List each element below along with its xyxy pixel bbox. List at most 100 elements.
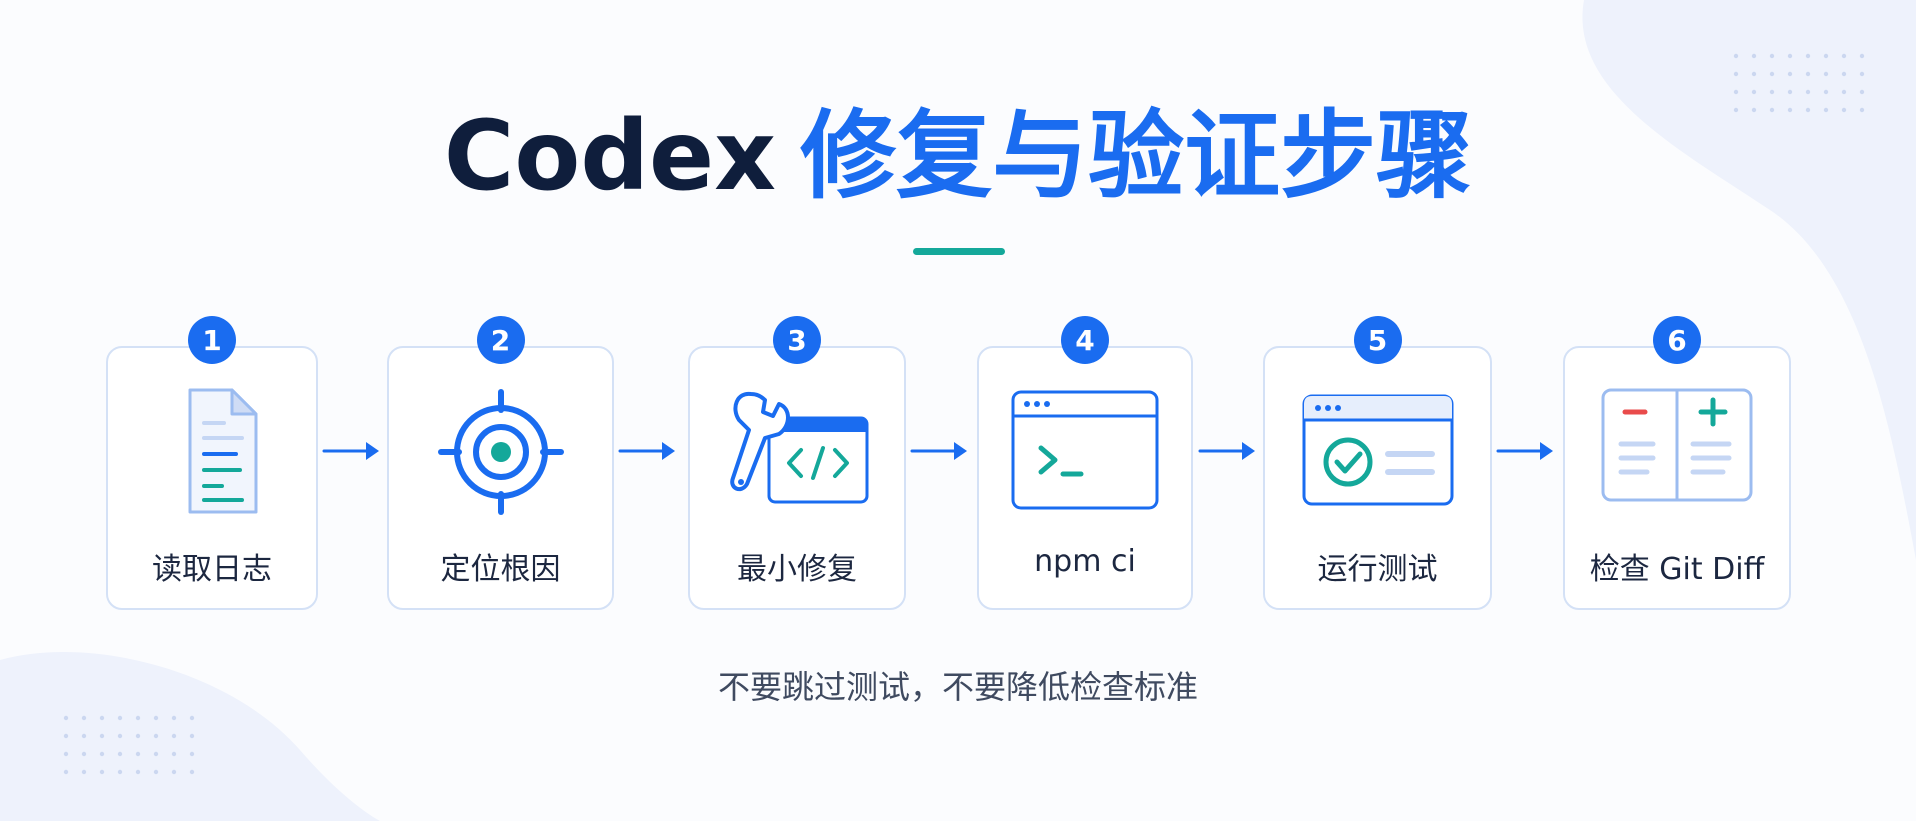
decorative-dot [1769,107,1775,113]
step-locate-root-cause: 2 定位根因 [387,316,614,610]
decorative-dot [135,751,141,757]
decorative-dot [153,751,159,757]
step-npm-ci: 4 npm ci [977,316,1193,610]
decorative-dot [135,769,141,775]
step-number-badge: 2 [476,316,525,364]
decorative-dot [135,733,141,739]
decorative-dot [1859,53,1865,59]
terminal-icon [1011,390,1159,510]
arrow-right-icon [1496,442,1553,460]
decorative-dot [153,733,159,739]
decorative-dot [63,751,69,757]
decorative-dot [1841,107,1847,113]
target-icon [437,389,564,515]
decorative-dot [1751,89,1757,95]
step-number-badge: 1 [188,316,236,364]
decorative-dot [171,751,177,757]
title-steps: 修复与验证步骤 [800,100,1473,212]
decorative-dot [1823,89,1829,95]
decorative-dot [1733,107,1739,113]
decorative-dot [1841,53,1847,59]
decorative-dot [117,769,123,775]
decorative-dot [1805,71,1811,77]
decorative-dot [1823,107,1829,113]
decorative-dot [1787,71,1793,77]
decorative-dot [1859,107,1865,113]
dot-grid-bottom-left [63,715,195,775]
step-label: npm ci [1034,544,1136,579]
decorative-dot [189,715,195,721]
decorative-dot [63,715,69,721]
arrow-right-icon [322,442,379,460]
log-document-icon [188,388,258,514]
decorative-dot [81,733,87,739]
decorative-dot [81,769,87,775]
decorative-dot [1859,89,1865,95]
step-number-badge: 3 [773,316,821,364]
decorative-dot [99,769,105,775]
step-minimal-fix: 3 最小修复 [688,316,906,610]
decorative-dot [1787,53,1793,59]
decorative-dot [153,769,159,775]
decorative-dot [1751,71,1757,77]
decorative-dot [1841,89,1847,95]
title-codex: Codex [443,100,777,212]
decorative-dot [117,715,123,721]
decorative-dot [99,715,105,721]
decorative-dot [63,769,69,775]
decorative-dot [1805,107,1811,113]
decorative-dot [99,733,105,739]
decorative-dot [135,715,141,721]
decorative-dot [1733,71,1739,77]
decorative-dot [189,769,195,775]
decorative-dot [1769,89,1775,95]
decorative-dot [1859,71,1865,77]
decorative-dot [171,733,177,739]
decorative-dot [81,715,87,721]
step-number-badge: 4 [1061,316,1109,364]
step-run-tests: 5 运行测试 [1263,316,1492,610]
step-number-badge: 6 [1653,316,1701,364]
decorative-dot [1787,89,1793,95]
decorative-dot [1787,107,1793,113]
step-check-git-diff: 6 检查 Git Diff [1563,316,1791,610]
decorative-dot [1733,53,1739,59]
decorative-dot [1751,107,1757,113]
decorative-dot [1823,71,1829,77]
decorative-dot [1805,53,1811,59]
decorative-dot [1805,89,1811,95]
decorative-dot [189,751,195,757]
decorative-dot [1733,89,1739,95]
step-label: 定位根因 [440,552,561,587]
decorative-dot [189,733,195,739]
step-label: 运行测试 [1317,552,1438,587]
test-check-icon [1302,394,1453,506]
decorative-dot [63,733,69,739]
decorative-dot [171,715,177,721]
title-underline [913,248,1005,255]
step-label: 检查 Git Diff [1589,552,1765,587]
decorative-dot [1841,71,1847,77]
decorative-dot [1769,71,1775,77]
arrow-right-icon [1198,442,1255,460]
decorative-dot [1823,53,1829,59]
arrow-right-icon [618,442,675,460]
dot-grid-top-right [1733,53,1865,113]
step-label: 最小修复 [737,552,857,587]
decorative-dot [117,733,123,739]
decorative-dot [99,751,105,757]
arrow-right-icon [910,442,967,460]
git-diff-icon [1601,388,1753,502]
wrench-code-icon [730,391,869,504]
step-label: 读取日志 [152,552,272,587]
decorative-dot [153,715,159,721]
step-number-badge: 5 [1353,316,1402,364]
step-read-log: 1 读取日志 [106,316,318,610]
decorative-dot [81,751,87,757]
background-blob-top-right [1582,0,1916,560]
decorative-dot [1769,53,1775,59]
footer-note: 不要跳过测试，不要降低检查标准 [717,668,1198,706]
decorative-dot [171,769,177,775]
decorative-dot [117,751,123,757]
